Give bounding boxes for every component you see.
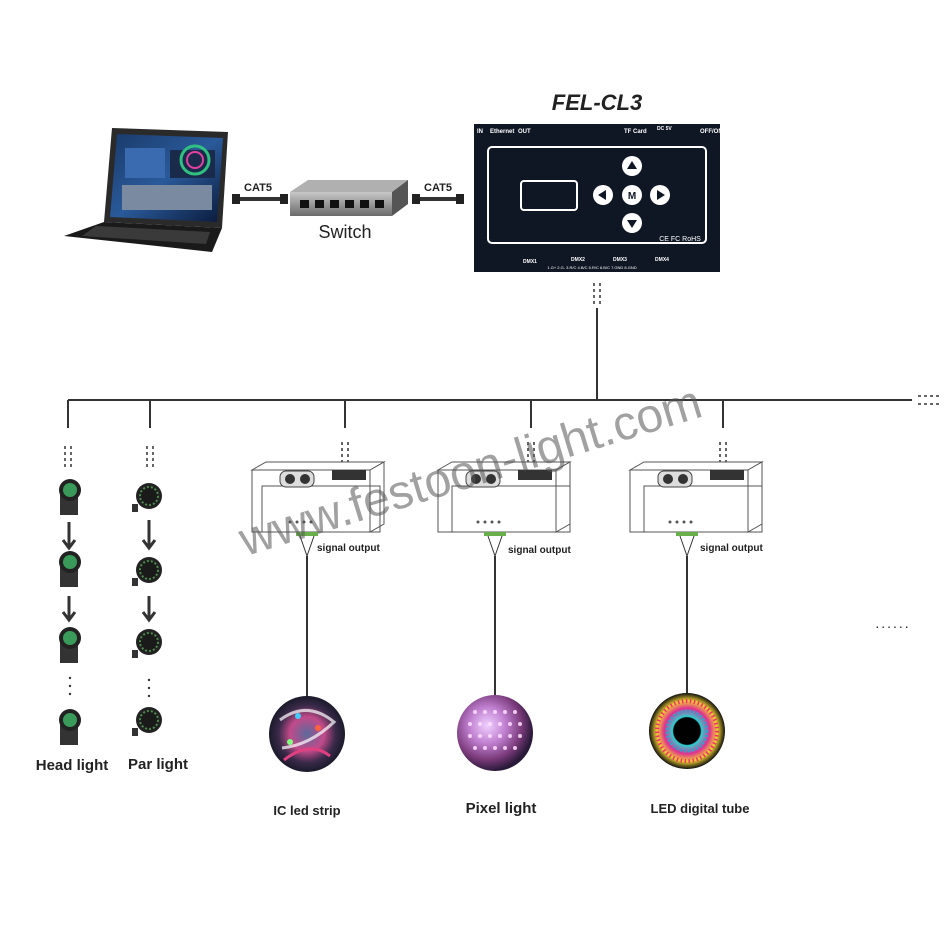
button-menu: M <box>622 185 642 205</box>
controller-title: FEL-CL3 <box>552 90 642 115</box>
par-light-icon <box>132 483 162 512</box>
button-up <box>622 156 642 176</box>
digital-tube-photo <box>649 693 725 769</box>
button-left <box>593 185 613 205</box>
certification-marks: CE FC RoHS <box>659 236 701 243</box>
moving-head-light-icon <box>59 551 81 587</box>
cable-label-left: CAT5 <box>244 182 272 194</box>
pixel-light-photo <box>457 695 533 771</box>
cat5-cable-left: CAT5 <box>232 182 288 204</box>
laptop-icon <box>64 128 228 252</box>
controller-device: IN Ethernet OUT TF Card DC 5V OFF/ON M C… <box>474 124 723 272</box>
continuation-dots: ...... <box>875 615 910 631</box>
decoder-2-output-label: signal output <box>508 545 571 556</box>
par-light-label: Par light <box>128 756 188 773</box>
decoder-3-output-label: signal output <box>700 543 763 554</box>
par-light-icon <box>132 557 162 586</box>
moving-head-light-icon <box>59 479 81 515</box>
port-label-dc: DC 5V <box>657 126 672 132</box>
button-right <box>650 185 670 205</box>
dmx-port-4: DMX4 <box>655 257 669 263</box>
par-light-icon <box>132 707 162 736</box>
port-label-in: IN <box>477 129 483 135</box>
dmx-port-2: DMX2 <box>571 257 585 263</box>
decoder-1-output-label: signal output <box>317 543 380 554</box>
bus-lines <box>64 283 940 468</box>
par-light-chain <box>132 483 162 736</box>
display-screen <box>520 180 578 211</box>
button-down <box>622 213 642 233</box>
port-label-power: OFF/ON <box>700 129 723 135</box>
head-light-label: Head light <box>36 757 109 774</box>
dmx-port-3: DMX3 <box>613 257 627 263</box>
decoder-1 <box>250 461 386 700</box>
digital-tube-label: LED digital tube <box>651 801 750 816</box>
moving-head-light-icon <box>59 627 81 663</box>
cat5-cable-right: CAT5 <box>412 182 464 204</box>
port-label-out: OUT <box>518 129 531 135</box>
pixel-light-label: Pixel light <box>466 800 537 817</box>
port-label-ethernet: Ethernet <box>490 129 514 135</box>
par-light-icon <box>132 629 162 658</box>
decoder-2 <box>436 461 572 700</box>
head-light-chain <box>59 479 81 745</box>
pin-labels: 1.G+ 2.G- 3.R/C 4.B/C 5.R/C 6.B/C 7.GND … <box>547 265 636 270</box>
moving-head-light-icon <box>59 709 81 745</box>
decoder-3 <box>628 461 764 696</box>
button-menu-label: M <box>628 191 636 202</box>
dmx-port-1: DMX1 <box>523 259 537 265</box>
led-strip-label: IC led strip <box>273 803 340 818</box>
switch-label: Switch <box>318 222 371 242</box>
led-strip-photo <box>269 696 345 772</box>
switch-icon <box>290 180 408 216</box>
port-label-tfcard: TF Card <box>624 129 647 135</box>
cable-label-right: CAT5 <box>424 182 452 194</box>
